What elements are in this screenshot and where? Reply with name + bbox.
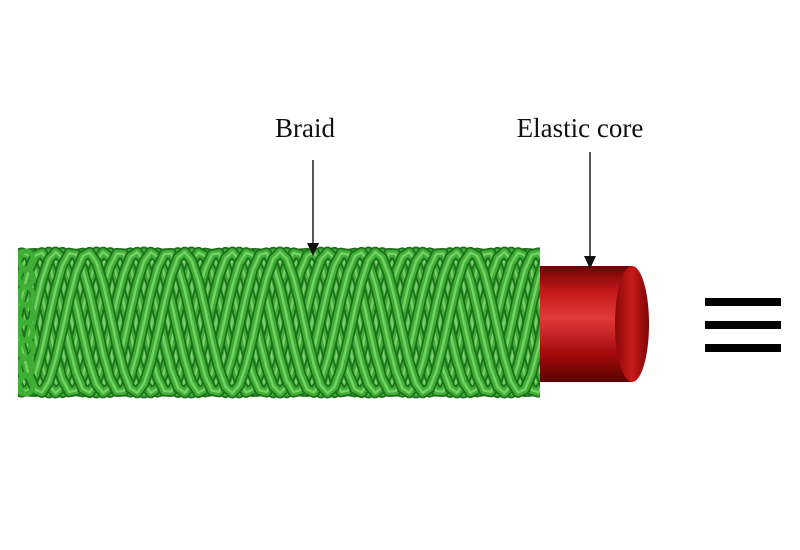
braid-end-loop bbox=[18, 373, 36, 397]
identical-to-icon bbox=[705, 298, 781, 352]
elastic-core-label: Elastic core bbox=[517, 113, 644, 143]
braid-strand-left-2 bbox=[18, 246, 540, 399]
braid bbox=[18, 246, 540, 399]
core-arrowhead bbox=[584, 256, 596, 269]
braid-leader bbox=[307, 160, 319, 256]
braid-strand-left-3 bbox=[18, 246, 540, 399]
braid-arrowhead bbox=[307, 243, 319, 256]
braid-strand-left-1 bbox=[18, 246, 540, 399]
braid-label: Braid bbox=[275, 113, 335, 143]
braid-strand-left-4 bbox=[18, 246, 540, 399]
braid-strand-left-0 bbox=[18, 246, 540, 399]
core-leader bbox=[584, 152, 596, 269]
braid-strand-left-5 bbox=[18, 246, 540, 399]
core-end-cap bbox=[615, 266, 649, 382]
